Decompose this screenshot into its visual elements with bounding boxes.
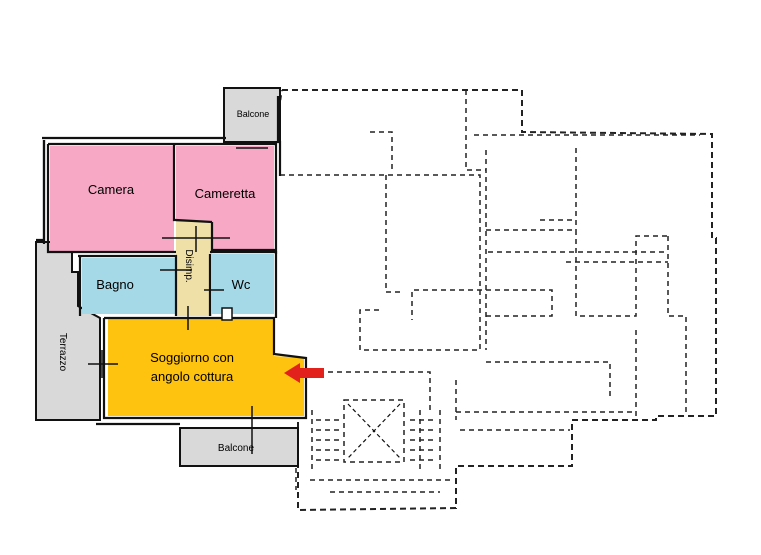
red-arrow-left-icon [284, 363, 324, 383]
wc-area [212, 254, 274, 314]
label-balcone-top: Balcone [237, 109, 270, 119]
label-camera: Camera [88, 182, 135, 197]
disimpegno-area [176, 222, 212, 316]
fixture-marks [88, 147, 268, 454]
balcone-top-area [223, 87, 281, 143]
label-cameretta: Cameretta [195, 186, 256, 201]
label-terrazzo: Terrazzo [57, 333, 68, 372]
stairwell [316, 403, 436, 461]
label-wc: Wc [232, 277, 251, 292]
balcone-bottom-area [179, 427, 299, 467]
cameretta-area [176, 146, 274, 250]
soggiorno-area [108, 318, 304, 416]
label-bagno: Bagno [96, 277, 134, 292]
adjacent-building-outline [277, 89, 717, 512]
camera-area [50, 146, 174, 252]
label-balcone-bottom: Balcone [218, 443, 255, 454]
apartment-walls [36, 96, 308, 426]
bagno-area [82, 258, 176, 314]
label-disimpegno: Disimp. [183, 249, 194, 282]
label-soggiorno-line1: Soggiorno con [150, 350, 234, 365]
label-soggiorno-line2: angolo cottura [151, 369, 234, 384]
